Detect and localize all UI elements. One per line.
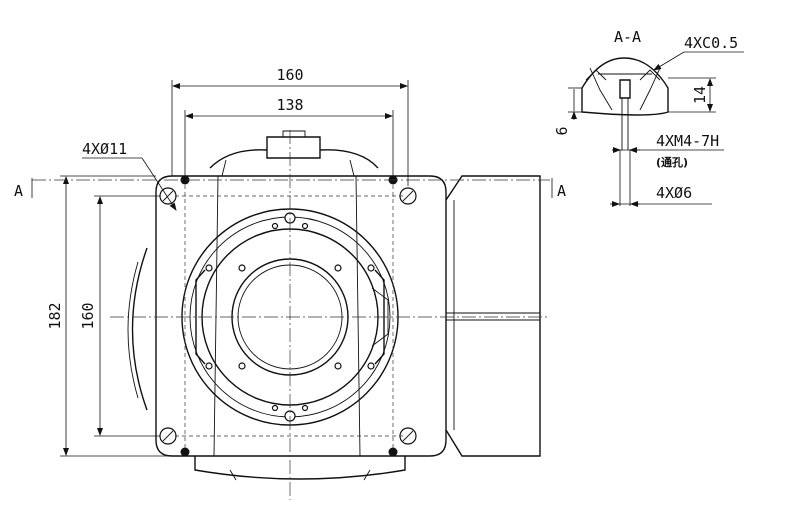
body-outline	[155, 175, 447, 457]
section-marker-left: A	[14, 182, 23, 200]
dim-pin-holes: 4XØ6	[656, 184, 692, 202]
section-hole	[619, 79, 631, 99]
dimensions: 160 138 182 160 4XØ11 A A	[14, 66, 566, 457]
main-view	[110, 130, 550, 500]
dim-chamfer: 4XC0.5	[684, 34, 738, 52]
mount-holes	[159, 175, 417, 457]
dim-depth: 14	[691, 86, 709, 104]
top-boss	[266, 136, 321, 159]
dim-outer-height: 182	[46, 302, 64, 329]
dim-inner-height: 160	[79, 302, 97, 329]
dim-mount-holes: 4XØ11	[82, 140, 127, 158]
section-marker-right: A	[557, 182, 566, 200]
dim-thread-note: (通孔)	[656, 156, 688, 169]
left-housing-arc	[131, 247, 148, 411]
dim-thickness: 6	[553, 126, 571, 135]
dim-inner-width: 138	[276, 96, 303, 114]
top-shoulder	[209, 149, 379, 169]
section-profile	[581, 57, 669, 116]
bottom-skirt	[194, 456, 406, 480]
dim-thread: 4XM4-7H	[656, 132, 719, 150]
dim-outer-width: 160	[276, 66, 303, 84]
section-title: A-A	[614, 28, 641, 46]
section-view: A-A 4XC0.5 14 6 4XM4-7H (通孔) 4	[553, 28, 744, 207]
right-attachment	[445, 175, 541, 457]
